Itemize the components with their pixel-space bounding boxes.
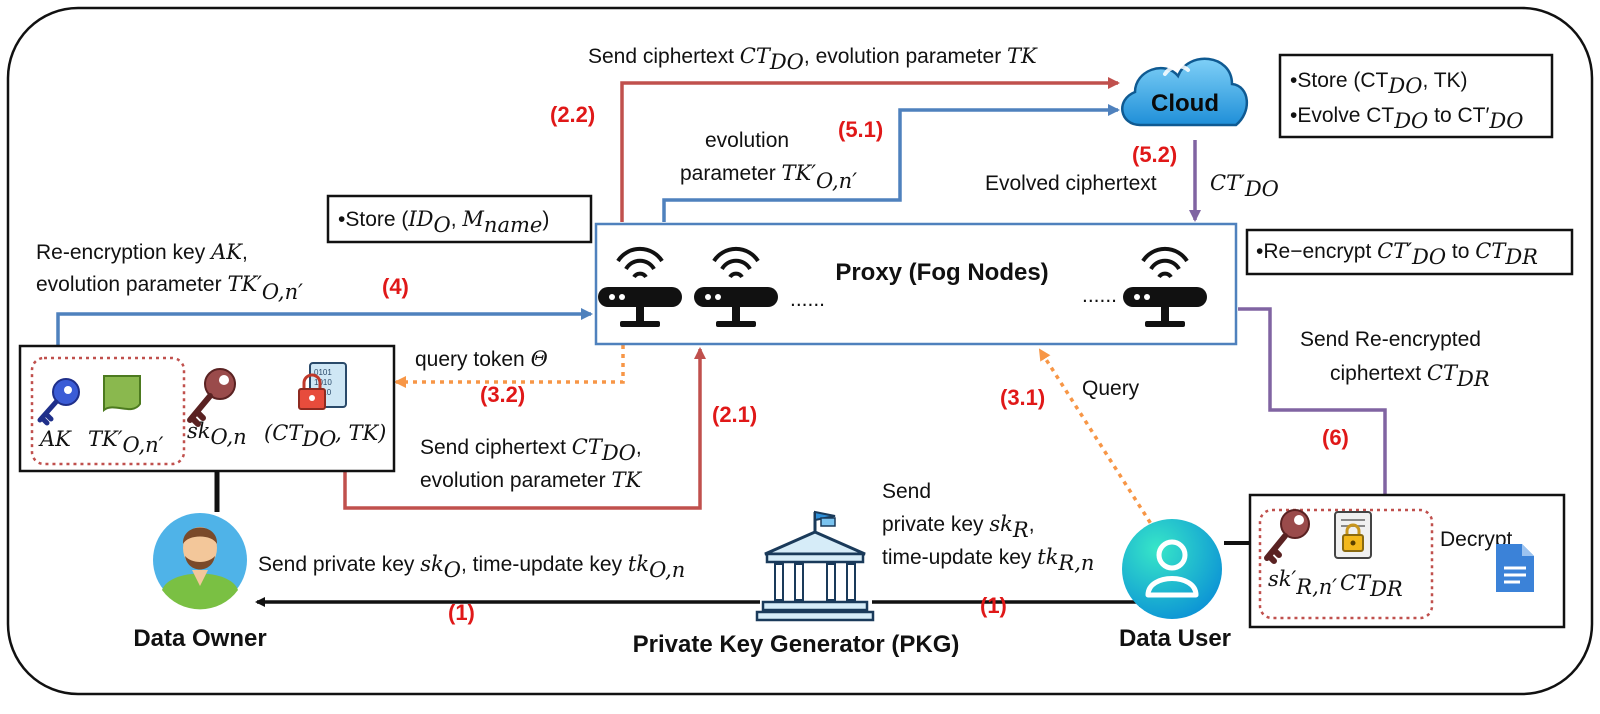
owner-ct: (CTDO, TK) — [264, 421, 386, 451]
label-evolved-ct: Evolved ciphertext — [985, 172, 1157, 195]
proxy-dots-left: ...... — [790, 288, 825, 311]
user-ct: CTDR — [1340, 571, 1403, 601]
data-owner-label: Data Owner — [133, 625, 266, 652]
key-icon — [187, 368, 236, 427]
cloud-label: Cloud — [1151, 90, 1219, 117]
arrow-4-to-proxy — [56, 308, 593, 357]
cloud-note-line1: •Store (CTDO, TK) — [1290, 69, 1468, 98]
step-1-left: (1) — [448, 600, 475, 625]
cloud-note-line2: •Evolve CTDO to CT′DO — [1290, 104, 1523, 133]
owner-sk: skO,n — [187, 419, 247, 449]
label-query-token: query token Θ — [415, 347, 548, 371]
label-send-reenc-1: Send Re-encrypted — [1300, 328, 1481, 351]
label-pk-owner: Send private key skO, time-update key tk… — [258, 552, 685, 582]
label-evolved-ct-sym: CT′DO — [1210, 171, 1279, 201]
label-send-ct-bottom-2: evolution parameter TK — [420, 468, 642, 492]
label-send-ct-bottom-1: Send ciphertext CTDO, — [420, 435, 642, 465]
label-rekey-line1: Re-encryption key AK, — [36, 240, 248, 264]
label-send-ct-top: Send ciphertext CTDO, evolution paramete… — [588, 44, 1038, 74]
key-icon — [1264, 509, 1310, 564]
bank-building-icon — [755, 510, 875, 622]
step-5-1: (5.1) — [838, 117, 883, 142]
cloud-icon — [1121, 57, 1249, 127]
label-send-reenc-2: ciphertext CTDR — [1330, 361, 1490, 391]
step-2-2: (2.2) — [550, 102, 595, 127]
label-evolution-line2: parameter TK′O,n′ — [680, 161, 857, 193]
step-5-2: (5.2) — [1132, 142, 1177, 167]
svg-text:0101: 0101 — [314, 368, 332, 377]
router-icon — [598, 246, 682, 327]
arrow-2-1-to-proxy — [343, 347, 706, 510]
router-icon — [1123, 246, 1207, 327]
step-6: (6) — [1322, 425, 1349, 450]
owner-tk: TK′O,n′ — [88, 427, 164, 457]
user-circle-icon — [1122, 519, 1222, 619]
data-user-label: Data User — [1119, 625, 1231, 652]
label-rekey-line2: evolution parameter TK′O,n′ — [36, 272, 303, 304]
step-2-1: (2.1) — [712, 402, 757, 427]
user-keys-dotted — [1258, 508, 1434, 620]
reencrypt-box — [1245, 228, 1574, 276]
label-query: Query — [1082, 377, 1140, 400]
arrow-3-1-query — [1038, 348, 1162, 539]
router-icon — [694, 246, 778, 327]
owner-keys-dotted — [30, 356, 186, 466]
outer-frame — [6, 6, 1594, 696]
pkg-label: Private Key Generator (PKG) — [633, 631, 960, 658]
label-pk-user-2: private key skR, — [882, 512, 1035, 542]
person-avatar-icon — [153, 513, 247, 610]
step-3-2: (3.2) — [480, 382, 525, 407]
decrypt-label: Decrypt — [1440, 528, 1513, 551]
cloud-note-box — [1278, 53, 1554, 139]
proxy-box — [594, 222, 1238, 346]
step-4: (4) — [382, 274, 409, 299]
arrow-3-2-query-token — [394, 345, 625, 388]
arrow-6-to-user-box — [1238, 307, 1391, 521]
arrow-2-2-to-cloud — [620, 77, 1120, 222]
step-1-right: (1) — [980, 593, 1007, 618]
svg-text:1010: 1010 — [314, 378, 332, 387]
arrow-5-1-to-cloud — [662, 104, 1120, 222]
reencrypt-text: •Re−encrypt CT′DO to CTDR — [1256, 239, 1538, 269]
label-pk-user-3: time-update key tkR,n — [882, 545, 1094, 575]
proxy-store-box — [326, 194, 593, 244]
user-sk: sk′R,n′ — [1268, 567, 1337, 599]
proxy-store-text: •Store (IDO, Mname) — [338, 207, 549, 237]
step-3-1: (3.1) — [1000, 385, 1045, 410]
proxy-label: Proxy (Fog Nodes) — [835, 259, 1048, 286]
proxy-dots-right: ...... — [1082, 284, 1117, 307]
document-icon — [1496, 544, 1534, 592]
label-evolution-line1: evolution — [705, 129, 789, 152]
token-flag-icon — [103, 375, 141, 413]
locked-document-icon — [1334, 511, 1372, 559]
key-icon — [37, 378, 80, 426]
owner-ak: AK — [38, 427, 72, 451]
label-pk-user-1: Send — [882, 480, 931, 503]
